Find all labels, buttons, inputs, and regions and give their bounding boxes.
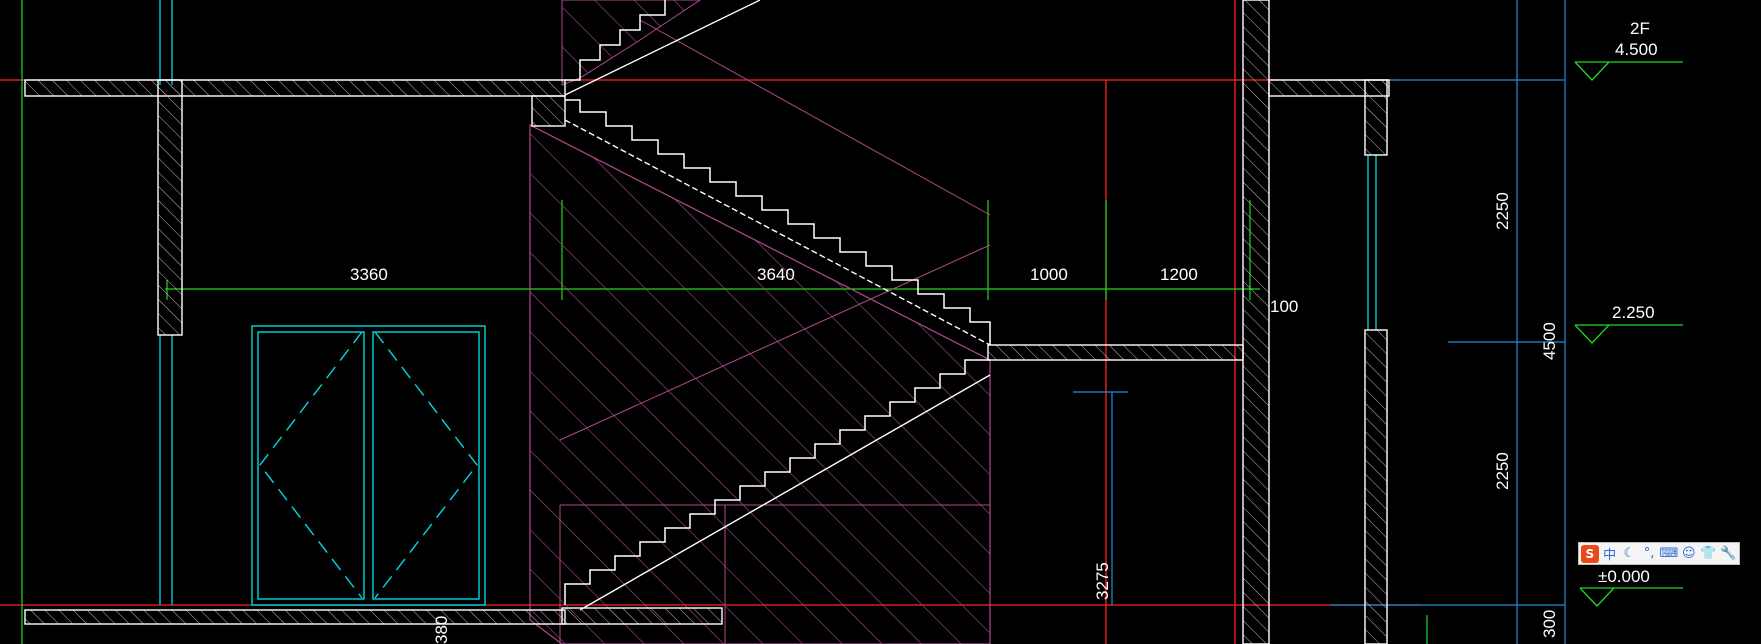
floor-label-2f: 2F <box>1630 19 1650 38</box>
walls <box>24 0 1390 644</box>
dim-300: 300 <box>1540 610 1559 638</box>
dim-2250-lower: 2250 <box>1493 452 1512 490</box>
keyboard-icon[interactable]: ⌨ <box>1659 546 1679 561</box>
moon-icon[interactable]: ☾ <box>1623 546 1636 561</box>
wrench-icon[interactable]: 🔧 <box>1720 546 1737 561</box>
punctuation-icon[interactable]: °, <box>1643 546 1655 561</box>
dim-3360: 3360 <box>350 265 388 284</box>
level-0000: ±0.000 <box>1598 567 1650 586</box>
level-4500: 4.500 <box>1615 40 1658 59</box>
dim-100: 100 <box>1270 297 1298 316</box>
dim-1200: 1200 <box>1160 265 1198 284</box>
dim-3640: 3640 <box>757 265 795 284</box>
dim-4500: 4500 <box>1540 322 1559 360</box>
sogou-logo-icon[interactable]: S <box>1581 544 1599 563</box>
cyan-lines <box>159 0 1377 605</box>
shirt-skin-icon[interactable]: 👕 <box>1700 546 1717 561</box>
chinese-mode-button[interactable]: 中 <box>1603 548 1617 563</box>
user-icon[interactable]: ☺ <box>1681 546 1696 561</box>
dim-1000: 1000 <box>1030 265 1068 284</box>
dim-3275: 3275 <box>1093 562 1112 600</box>
level-markers <box>1574 61 1683 607</box>
dim-380: 380 <box>432 616 451 644</box>
dim-2250-upper: 2250 <box>1493 192 1512 230</box>
double-door <box>251 325 486 606</box>
stair-section <box>529 0 991 644</box>
level-2250: 2.250 <box>1612 303 1655 322</box>
ime-toolbar[interactable]: S 中 ☾ °, ⌨ ☺ 👕 🔧 <box>1578 542 1740 565</box>
